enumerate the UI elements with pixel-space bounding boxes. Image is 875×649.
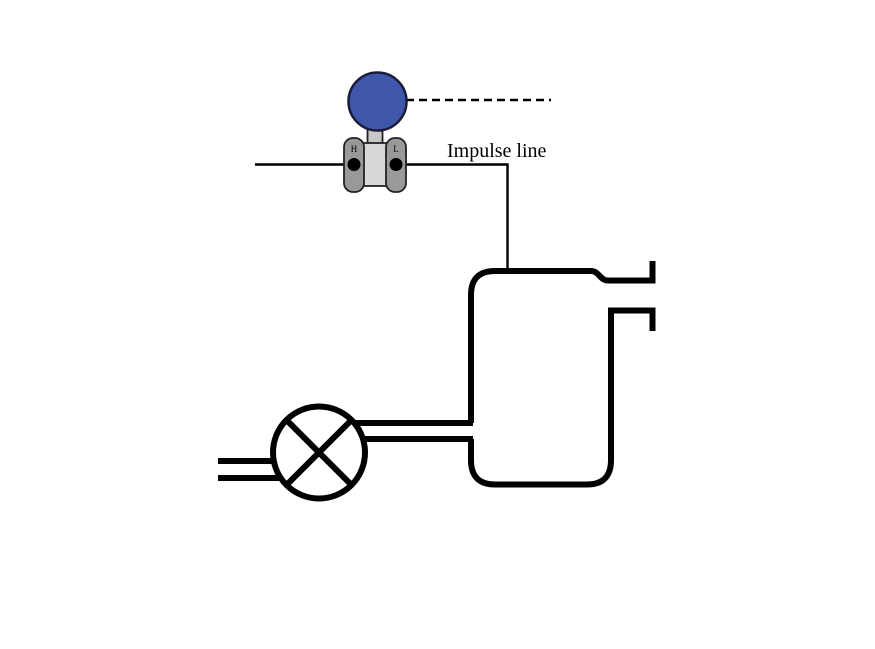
pipes: [218, 420, 473, 481]
valve: [270, 403, 368, 502]
impulse-line-path: [255, 163, 509, 270]
transmitter-head: [347, 71, 408, 132]
vessel: [468, 261, 656, 488]
port-high-label: H: [351, 144, 358, 154]
vessel-outline-upper: [468, 268, 652, 423]
valve-cross-line-2: [285, 419, 353, 486]
port-low-label: L: [393, 144, 399, 154]
port-low-dot: [389, 158, 403, 171]
vessel-outline-lower: [468, 307, 652, 488]
dp-transmitter: H L: [343, 71, 408, 193]
impulse-line-label: Impulse line: [447, 140, 547, 162]
port-high-dot: [347, 158, 361, 171]
diagram-root: H L Impulse line: [218, 71, 656, 502]
